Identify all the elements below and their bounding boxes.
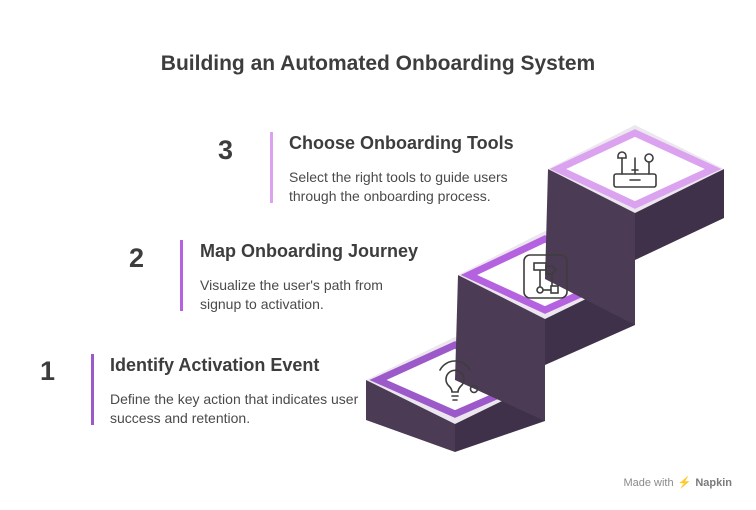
step-accent-bar-2	[180, 240, 183, 311]
napkin-logo-icon: ⚡	[677, 477, 692, 489]
step-heading-2: Map Onboarding Journey	[200, 241, 419, 261]
step-heading-1: Identify Activation Event	[110, 355, 320, 375]
footer-brand: Napkin	[695, 476, 732, 489]
step-number-2: 2	[129, 243, 145, 273]
step-number-3: 3	[218, 135, 234, 165]
step-description-1: Define the key action that indicates use…	[110, 391, 359, 426]
step-description-2: Visualize the user's path from signup to…	[200, 277, 383, 312]
toolbox-icon	[613, 151, 657, 188]
made-with-footer: Made with ⚡ Napkin	[623, 476, 732, 490]
step-accent-bar-1	[91, 354, 94, 425]
step-number-1: 1	[40, 356, 56, 386]
footer-prefix: Made with	[623, 476, 674, 489]
step-heading-3: Choose Onboarding Tools	[289, 133, 514, 153]
lightbulb-icon	[439, 360, 479, 401]
step-description-3: Select the right tools to guide users th…	[289, 169, 508, 204]
page-title: Building an Automated Onboarding System	[160, 52, 596, 75]
step-accent-bar-3	[270, 132, 273, 203]
flowchart-icon	[523, 254, 568, 299]
